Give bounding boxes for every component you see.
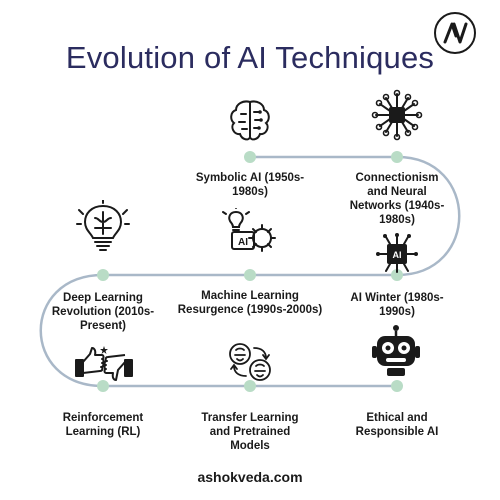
- step-label-text: Machine Learning Resurgence (1990s-2000s…: [177, 290, 323, 316]
- timeline-node: [244, 269, 256, 281]
- step-label-ethical-ai: Ethical and Responsible AI: [330, 411, 464, 439]
- step-label-text: AI Winter (1980s- 1990s): [350, 292, 444, 318]
- timeline-node: [391, 269, 403, 281]
- brain-lightbulb-icon: [76, 200, 130, 251]
- step-label-text: Transfer Learning and Pretrained Models: [201, 412, 299, 452]
- timeline-node: [97, 380, 109, 392]
- step-label-text: Connectionism and Neural Networks (1940s…: [349, 172, 445, 226]
- step-label-transfer-learning: Transfer Learning and Pretrained Models: [180, 411, 320, 453]
- timeline-node: [244, 151, 256, 163]
- ai-lightbulb-gear-icon: AI: [222, 208, 276, 252]
- chip-network-icon: [371, 89, 423, 141]
- av-logo-icon: [443, 22, 468, 44]
- timeline-node: [97, 269, 109, 281]
- svg-text:AI: AI: [393, 250, 402, 260]
- step-label-text: Reinforcement Learning (RL): [62, 412, 144, 438]
- thumbs-feedback-icon: [75, 346, 133, 381]
- robot-icon: [372, 325, 420, 376]
- step-label-connectionism: Connectionism and Neural Networks (1940s…: [327, 171, 467, 227]
- svg-text:AI: AI: [238, 237, 248, 248]
- step-label-ai-winter: AI Winter (1980s- 1990s): [330, 291, 464, 319]
- website-link[interactable]: ashokveda.com: [197, 469, 303, 485]
- ai-chip-icon: AI: [376, 233, 418, 273]
- timeline-node: [244, 380, 256, 392]
- step-label-deep-learning: Deep Learning Revolution (2010s- Present…: [30, 291, 176, 333]
- step-label-text: Ethical and Responsible AI: [355, 412, 439, 438]
- step-label-text: Symbolic AI (1950s- 1980s): [195, 172, 305, 198]
- step-label-machine-learning: Machine Learning Resurgence (1990s-2000s…: [160, 289, 340, 317]
- step-label-text: Deep Learning Revolution (2010s- Present…: [51, 292, 155, 332]
- brain-transfer-icon: [229, 343, 271, 381]
- timeline-node: [391, 151, 403, 163]
- step-label-symbolic-ai: Symbolic AI (1950s- 1980s): [180, 171, 320, 199]
- page-title: Evolution of AI Techniques: [65, 40, 435, 75]
- step-label-reinforcement-learning: Reinforcement Learning (RL): [38, 411, 168, 439]
- brand-logo: [434, 12, 476, 54]
- timeline-node: [391, 380, 403, 392]
- brain-circuit-icon: [230, 100, 270, 141]
